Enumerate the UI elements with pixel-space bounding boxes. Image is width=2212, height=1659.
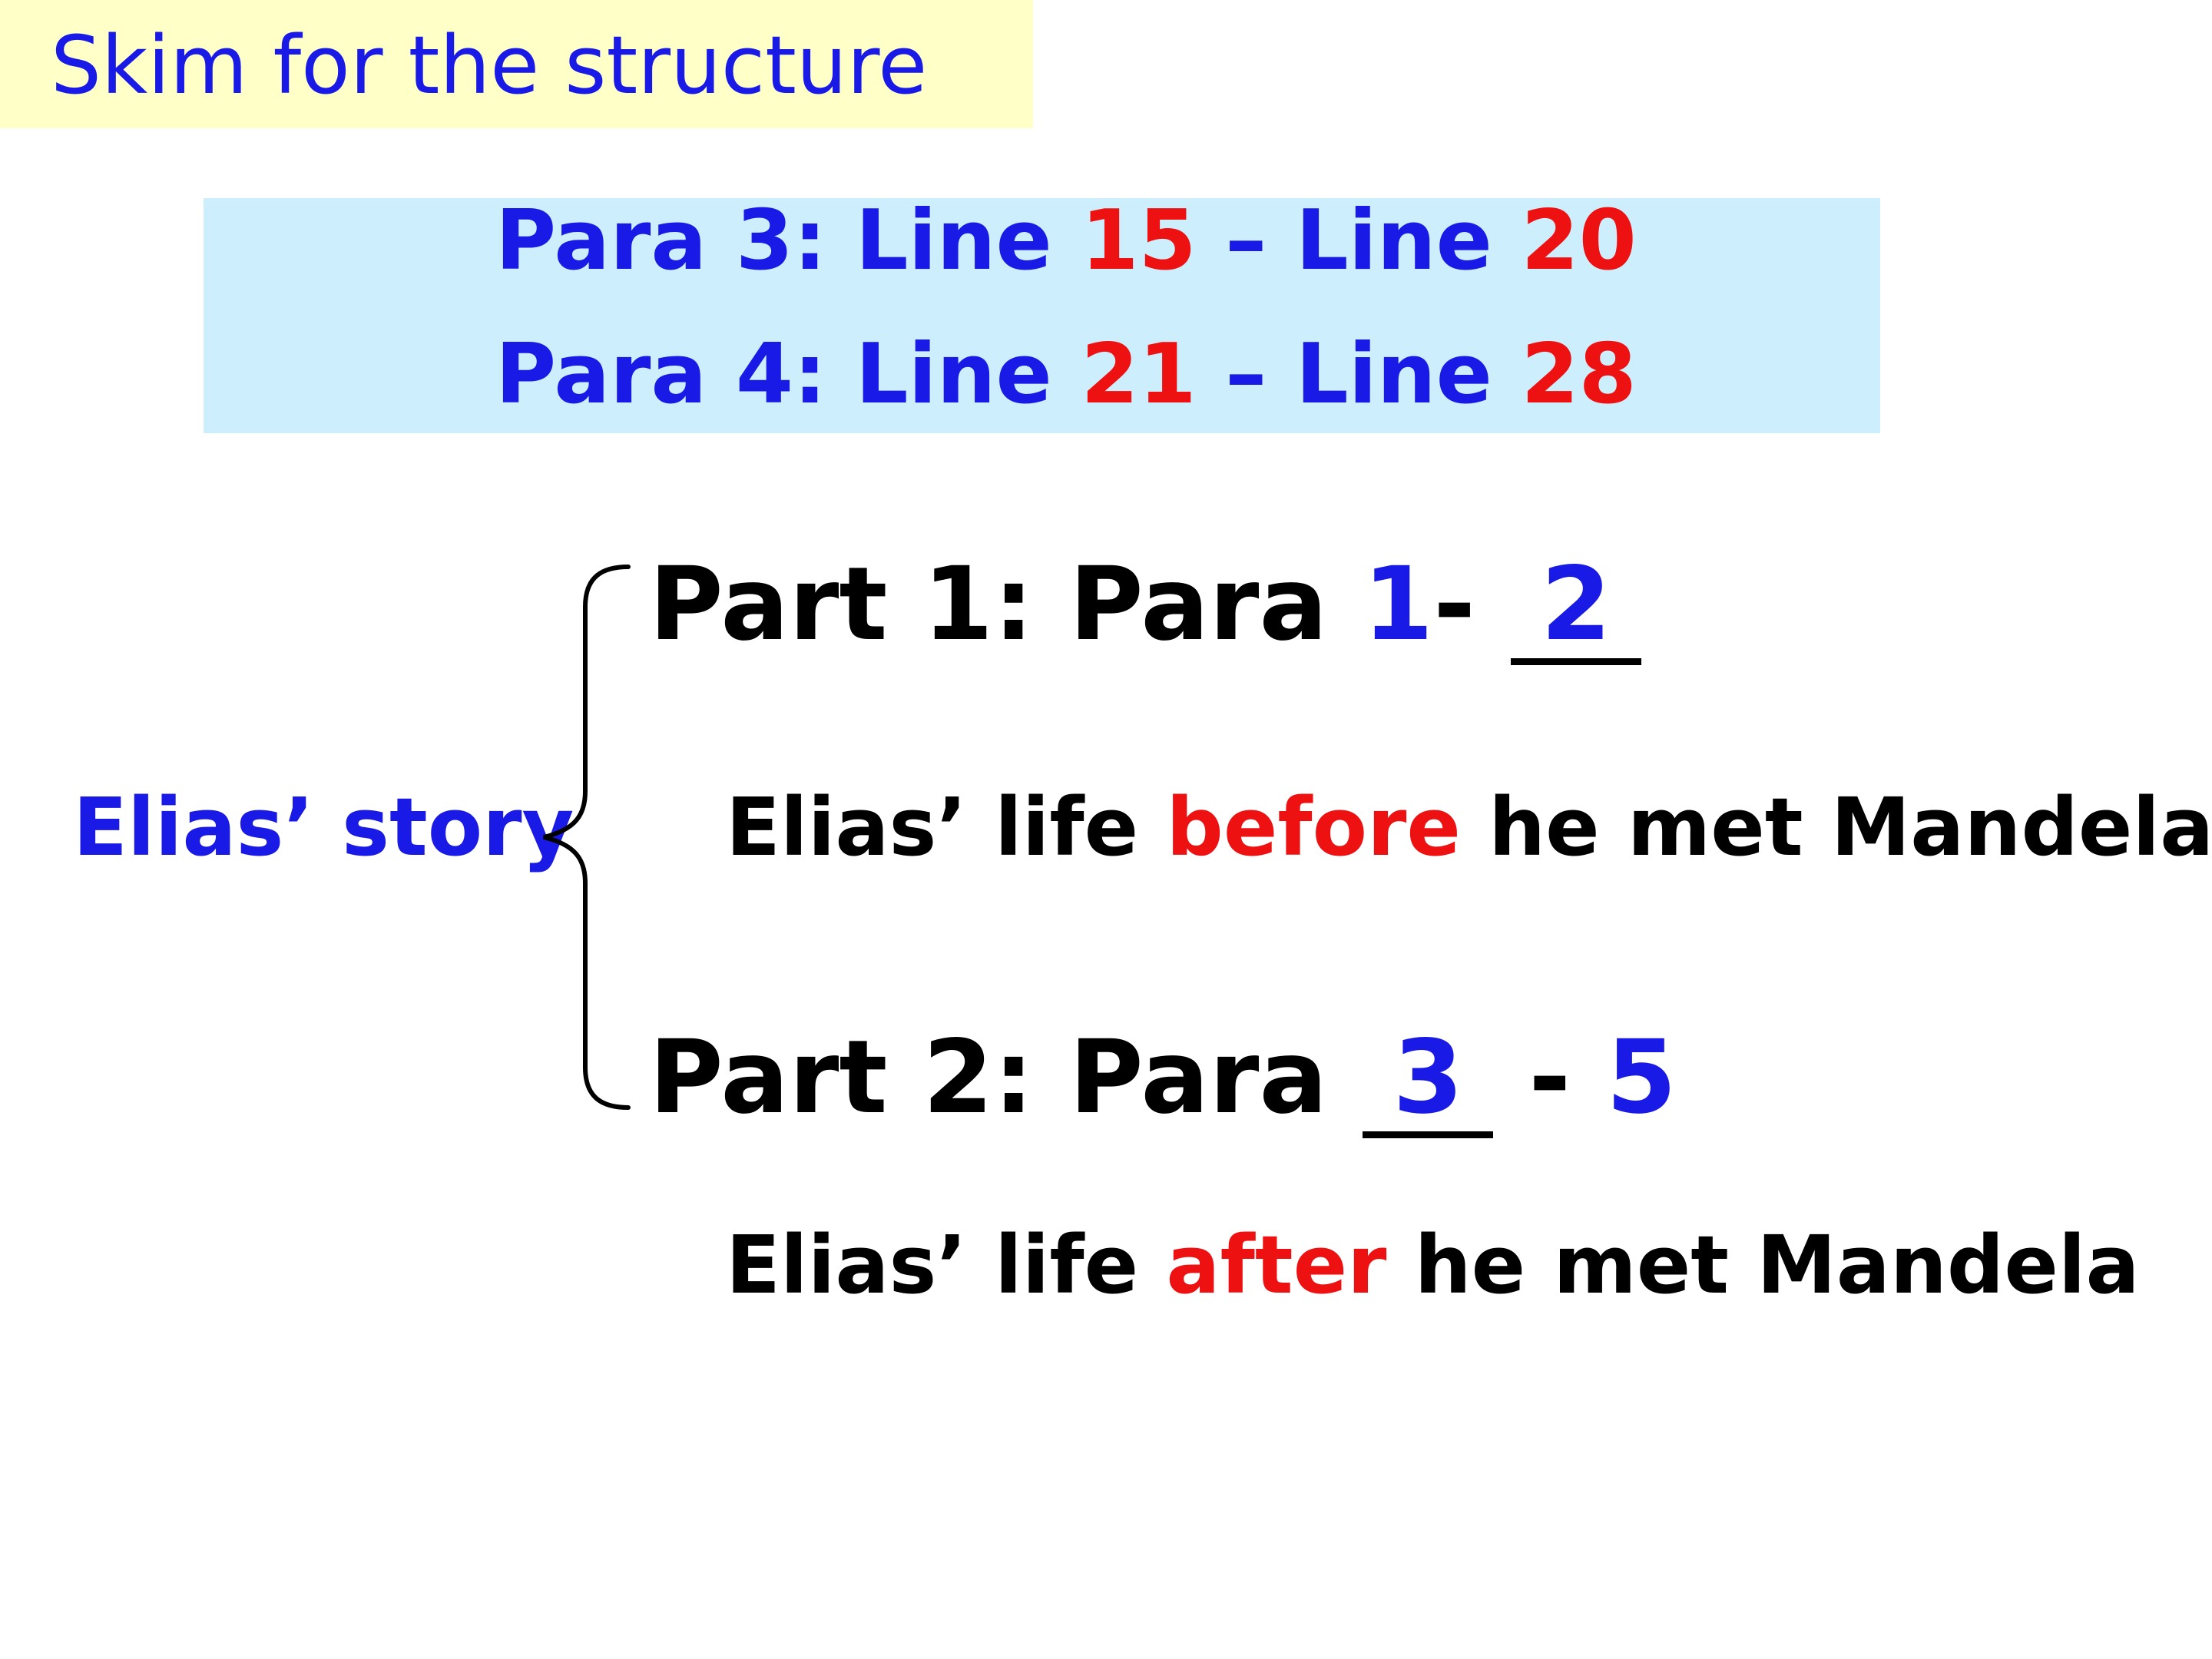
line-separator: – Line: [1196, 193, 1522, 289]
part-2-row: Part 2: Para 3 - 5: [649, 1016, 1677, 1139]
line-separator: – Line: [1196, 326, 1522, 422]
answer-blank[interactable]: 3: [1363, 1024, 1494, 1138]
story-label: Elias’ story: [73, 780, 575, 874]
line-range-panel: [204, 198, 1880, 433]
para-label: Para 3: Line: [495, 193, 1081, 289]
title-banner: [0, 0, 1033, 128]
desc-prefix: Elias’ life: [726, 780, 1167, 874]
part-dash: -: [1493, 1018, 1607, 1137]
para-line-range: Para 3: Line 15 – Line 20: [495, 191, 1637, 291]
para-label: Para 4: Line: [495, 326, 1081, 422]
para-end: 5: [1606, 1018, 1677, 1137]
line-start: 15: [1081, 193, 1197, 289]
line-end: 28: [1521, 326, 1637, 422]
desc-suffix: he met Mandela: [1460, 780, 2212, 874]
part-1-row: Part 1: Para 1- 2: [649, 543, 1642, 666]
curly-brace-icon: [543, 565, 631, 1110]
desc-keyword: before: [1166, 780, 1461, 874]
desc-suffix: he met Mandela: [1386, 1218, 2140, 1312]
part-label: Part 1: Para: [649, 545, 1363, 664]
part-label: Part 2: Para: [649, 1018, 1363, 1137]
line-start: 21: [1081, 326, 1197, 422]
part-2-description: Elias’ life after he met Mandela: [726, 1215, 2140, 1315]
line-end: 20: [1521, 193, 1637, 289]
para-line-range: Para 4: Line 21 – Line 28: [495, 325, 1637, 425]
page-title: Skim for the structure: [51, 18, 928, 112]
part-dash: -: [1433, 545, 1512, 664]
part-1-description: Elias’ life before he met Mandela: [726, 777, 2212, 877]
desc-prefix: Elias’ life: [726, 1218, 1167, 1312]
para-start: 1: [1363, 545, 1434, 664]
desc-keyword: after: [1166, 1218, 1387, 1312]
answer-blank[interactable]: 2: [1511, 551, 1642, 665]
